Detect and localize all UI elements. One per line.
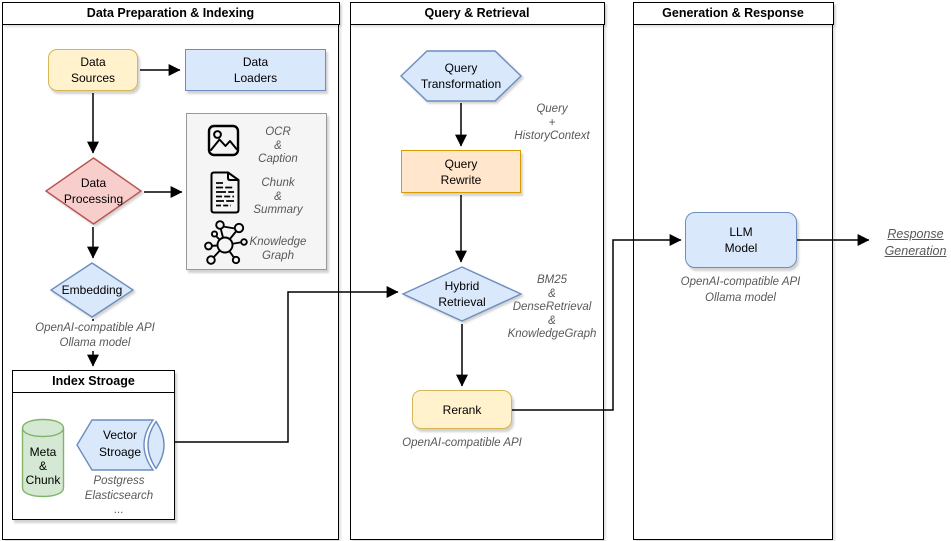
response-generation-label: Response Generation (884, 227, 947, 258)
column-generation-response: Generation & Response (632, 1, 834, 540)
vector-storage-shape (76, 419, 165, 471)
meta-chunk-cylinder (21, 418, 65, 498)
index-storage-box: Index Stroage Meta & Chunk Vector Stroag… (12, 370, 175, 520)
processing-method-label-kg: Knowledge Graph (249, 236, 307, 262)
column-title-data-preparation: Data Preparation & Indexing (1, 1, 340, 25)
retrieval-note: BM25 & DenseRetrieval & KnowledgeGraph (507, 274, 597, 340)
storage-note: Postgress Elasticsearch ... (84, 475, 154, 516)
node-llm-model: LLM Model (685, 212, 797, 268)
processing-methods-panel: OCR & Caption Chunk & Summary (186, 113, 327, 270)
embedding-note: OpenAI-compatible API Ollama model (3, 321, 187, 351)
column-title-query-retrieval: Query & Retrieval (349, 1, 605, 25)
node-embedding-shape (49, 262, 135, 318)
node-query-rewrite: Query Rewrite (401, 150, 521, 193)
knowledge-graph-icon (204, 220, 248, 265)
processing-method-label-chunk: Chunk & Summary (253, 177, 303, 216)
node-rerank: Rerank (412, 390, 512, 429)
index-storage-title: Index Stroage (13, 371, 174, 393)
llm-note: OpenAI-compatible API Ollama model (680, 276, 801, 304)
node-data-processing-shape (44, 157, 143, 225)
image-icon (207, 124, 240, 157)
node-query-transformation-shape (399, 50, 523, 102)
rerank-note: OpenAI-compatible API (402, 437, 522, 449)
node-hybrid-retrieval-shape (401, 266, 523, 322)
node-data-sources: Data Sources (48, 49, 138, 91)
node-data-loaders: Data Loaders (185, 49, 326, 91)
processing-method-label-ocr: OCR & Caption (258, 126, 298, 165)
column-title-generation-response: Generation & Response (632, 1, 834, 25)
document-icon (210, 171, 240, 214)
query-note: Query + HistoryContext (514, 103, 590, 142)
